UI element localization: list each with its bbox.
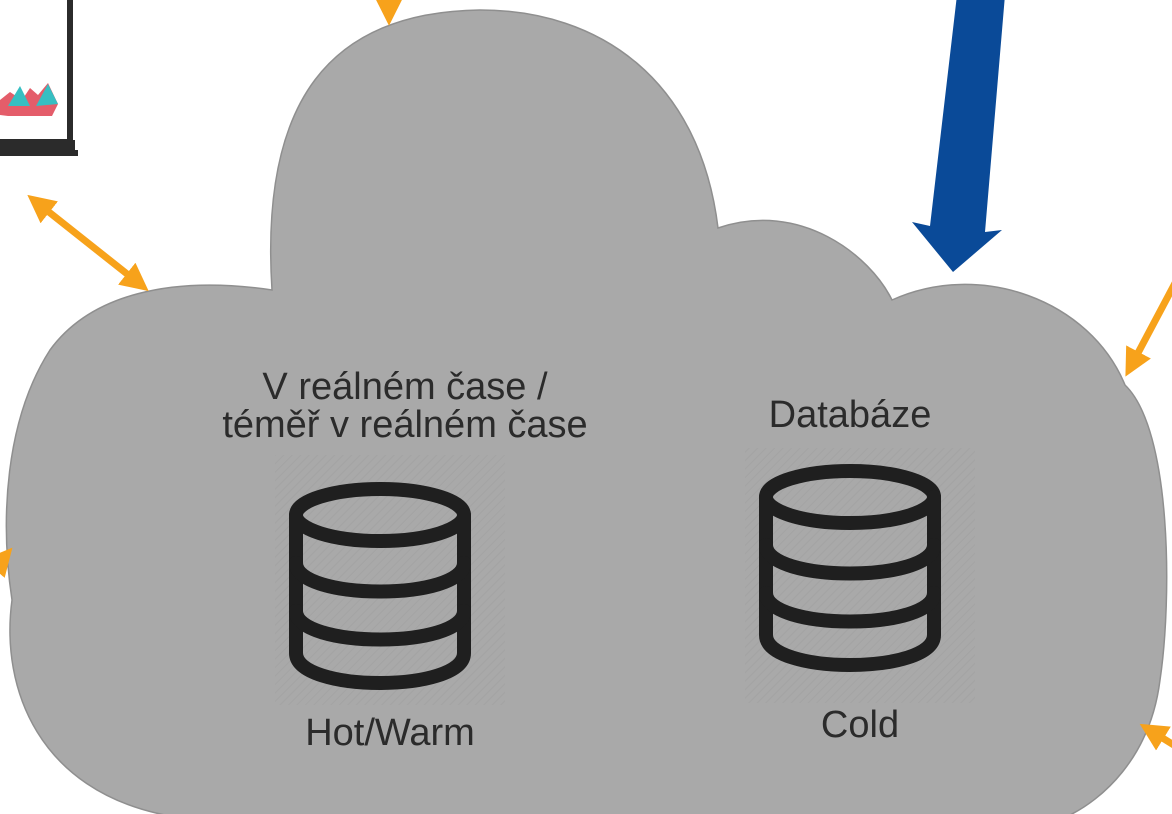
cold-label: Cold [820,704,900,746]
hot-warm-label: Hot/Warm [305,712,475,754]
arrow-right-upper [1125,281,1172,377]
laptop-chart-icon [0,0,78,156]
realtime-label-line1: V reálném čase / [262,366,548,408]
database-label: Databáze [768,394,932,436]
arrow-right-lower [1139,723,1172,751]
realtime-label-line2: téměř v reálném čase [222,404,588,446]
orange-arrows [0,0,1172,751]
arrow-top-left-bidirectional [27,194,149,292]
blue-arrow [912,0,1005,272]
arrow-left-edge [0,547,13,578]
database-icon [289,482,471,690]
database-icon [759,464,941,672]
